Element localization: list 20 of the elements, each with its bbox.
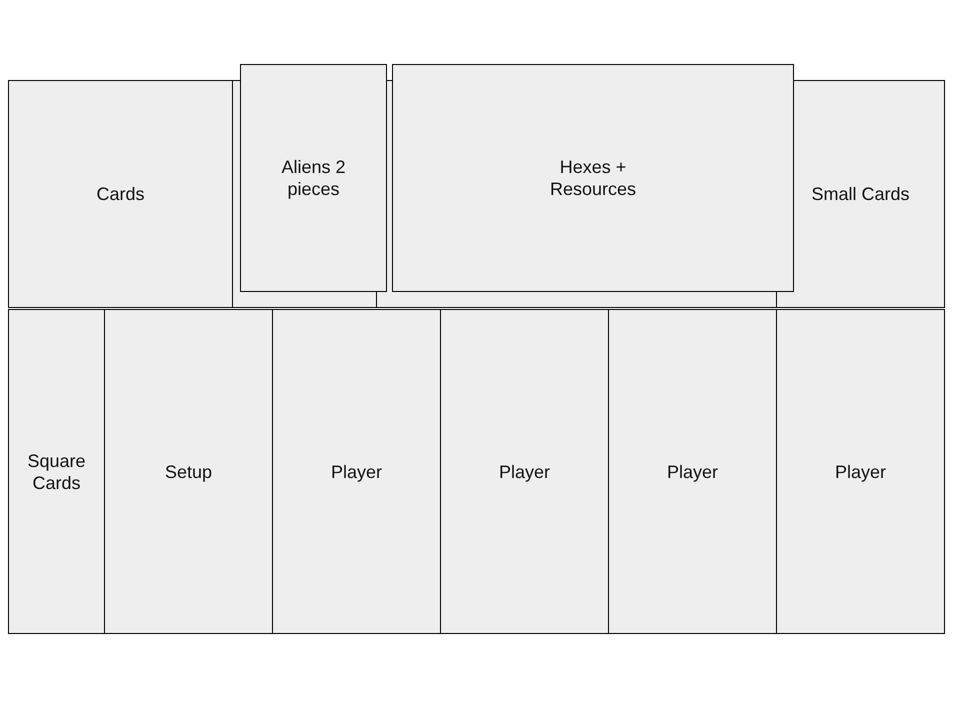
compartment-label: Player bbox=[498, 460, 550, 482]
compartment-label: Player bbox=[330, 460, 382, 482]
compartment-label: Aliens 2 pieces bbox=[280, 156, 347, 200]
storage-compartment bbox=[392, 64, 794, 292]
compartment-label: Square Cards bbox=[26, 450, 87, 494]
storage-compartment bbox=[272, 309, 441, 634]
storage-compartment bbox=[8, 80, 233, 308]
compartment-label: Player bbox=[666, 460, 718, 482]
compartment-label: Cards bbox=[96, 183, 144, 205]
compartment-label: Setup bbox=[164, 460, 212, 482]
compartment-label: Hexes + Resources bbox=[550, 156, 636, 200]
storage-compartment bbox=[440, 309, 609, 634]
storage-compartment bbox=[776, 80, 945, 308]
storage-compartment bbox=[776, 309, 945, 634]
storage-compartment bbox=[240, 64, 387, 292]
storage-compartment bbox=[608, 309, 777, 634]
compartment-label: Small Cards bbox=[811, 183, 910, 205]
storage-compartment bbox=[8, 309, 105, 634]
compartment-label: Player bbox=[834, 460, 886, 482]
storage-compartment bbox=[104, 309, 273, 634]
